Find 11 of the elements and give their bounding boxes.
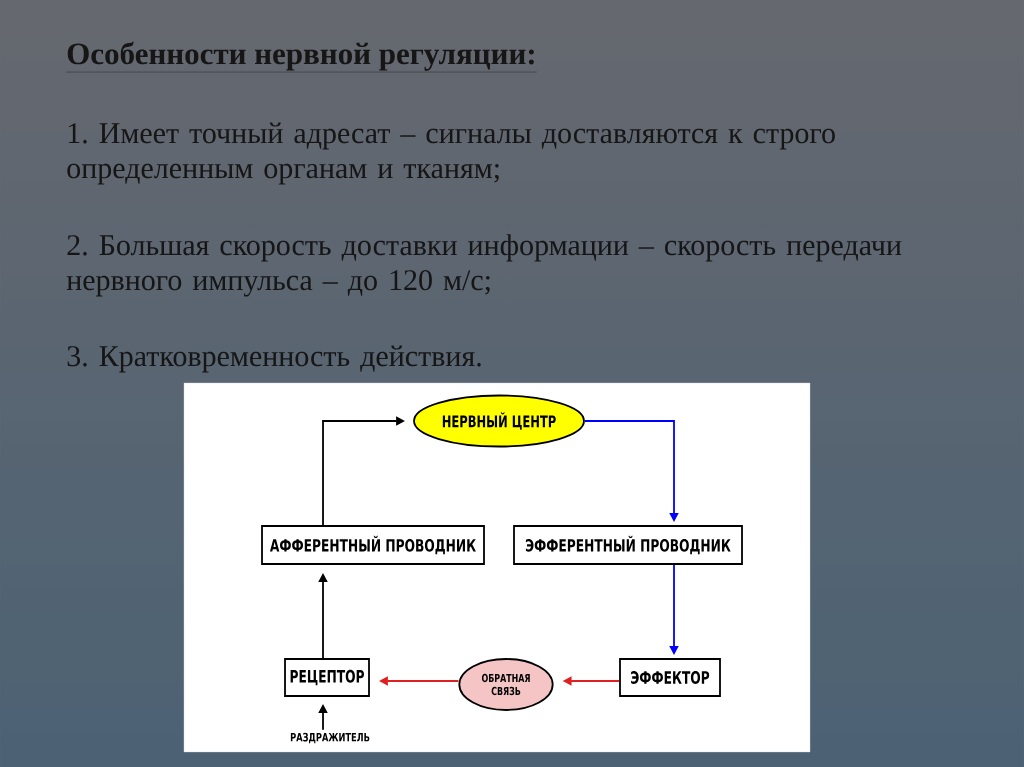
ellipse-node: НЕРВНЫЙ ЦЕНТР [413,394,585,448]
heading: Особенности нервной регуляции: [66,41,537,73]
list-item: 2. Большая скорость доставки информации – скорость передачи нервного импульса – до 120 м/с; [66,234,902,297]
process-box: ЭФФЕРЕНТНЫЙ ПРОВОДНИК [513,525,743,565]
ellipse-node: ОБРАТНАЯ СВЯЗЬ [458,658,554,711]
list-item: 3. Кратковременность действия. [67,345,481,373]
text-label: РАЗДРАЖИТЕЛЬ [290,732,370,744]
list-item: 1. Имеет точный адресат – сигналы доставляются к строго определенным органам и тканям; [67,122,835,185]
process-box: РЕЦЕПТОР [284,658,370,697]
process-box: АФФЕРЕНТНЫЙ ПРОВОДНИК [261,525,485,565]
process-box: ЭФФЕКТОР [619,658,721,697]
